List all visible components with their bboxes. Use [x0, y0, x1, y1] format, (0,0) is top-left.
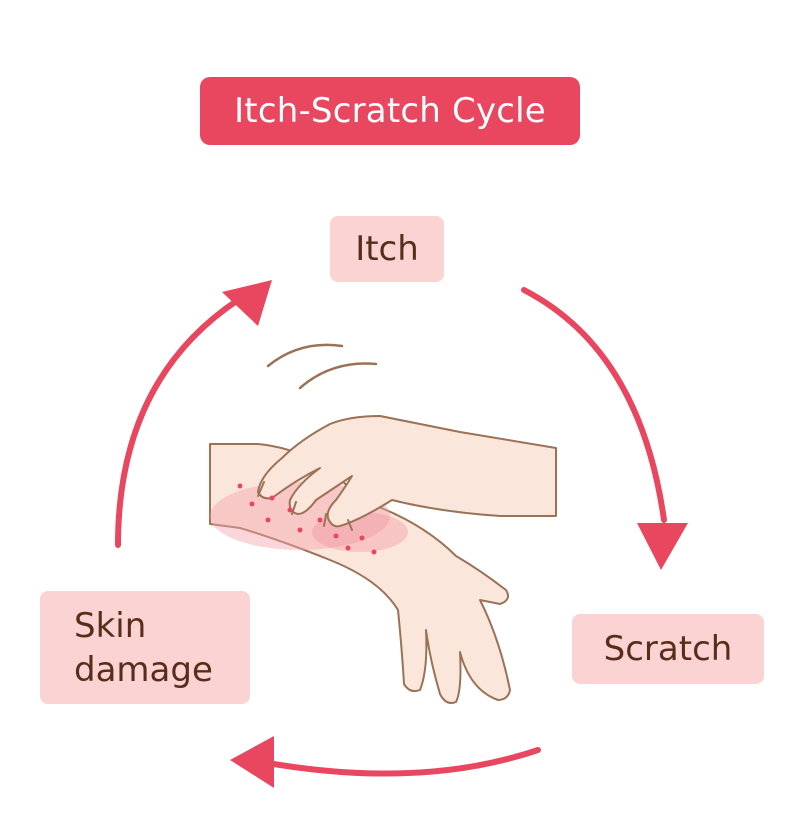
scratching-arm [257, 415, 557, 528]
motion-lines-icon [266, 343, 378, 390]
arrowhead-up-icon [222, 280, 272, 326]
scratching-hand-icon [209, 415, 557, 704]
arrow-itch-to-scratch [521, 287, 667, 523]
node-skin-damage-label-line1: Skin [74, 605, 147, 646]
diagram-title: Itch-Scratch Cycle [200, 77, 580, 145]
node-itch: Itch [330, 216, 444, 282]
node-scratch-label: Scratch [603, 629, 733, 669]
arrowhead-left-icon [230, 736, 274, 788]
arrow-heads [222, 280, 688, 788]
node-skin-damage: Skin damage [40, 591, 250, 704]
forearm [209, 443, 511, 704]
arrow-scratch-to-skin-damage [259, 747, 541, 777]
node-skin-damage-label-line2: damage [74, 649, 213, 690]
cycle-arrows [115, 287, 667, 777]
irritation-dots [237, 483, 377, 555]
arrowhead-down-icon [637, 523, 688, 570]
arrow-skin-damage-to-itch [115, 297, 241, 548]
node-itch-label: Itch [355, 229, 419, 269]
node-scratch: Scratch [572, 614, 764, 684]
